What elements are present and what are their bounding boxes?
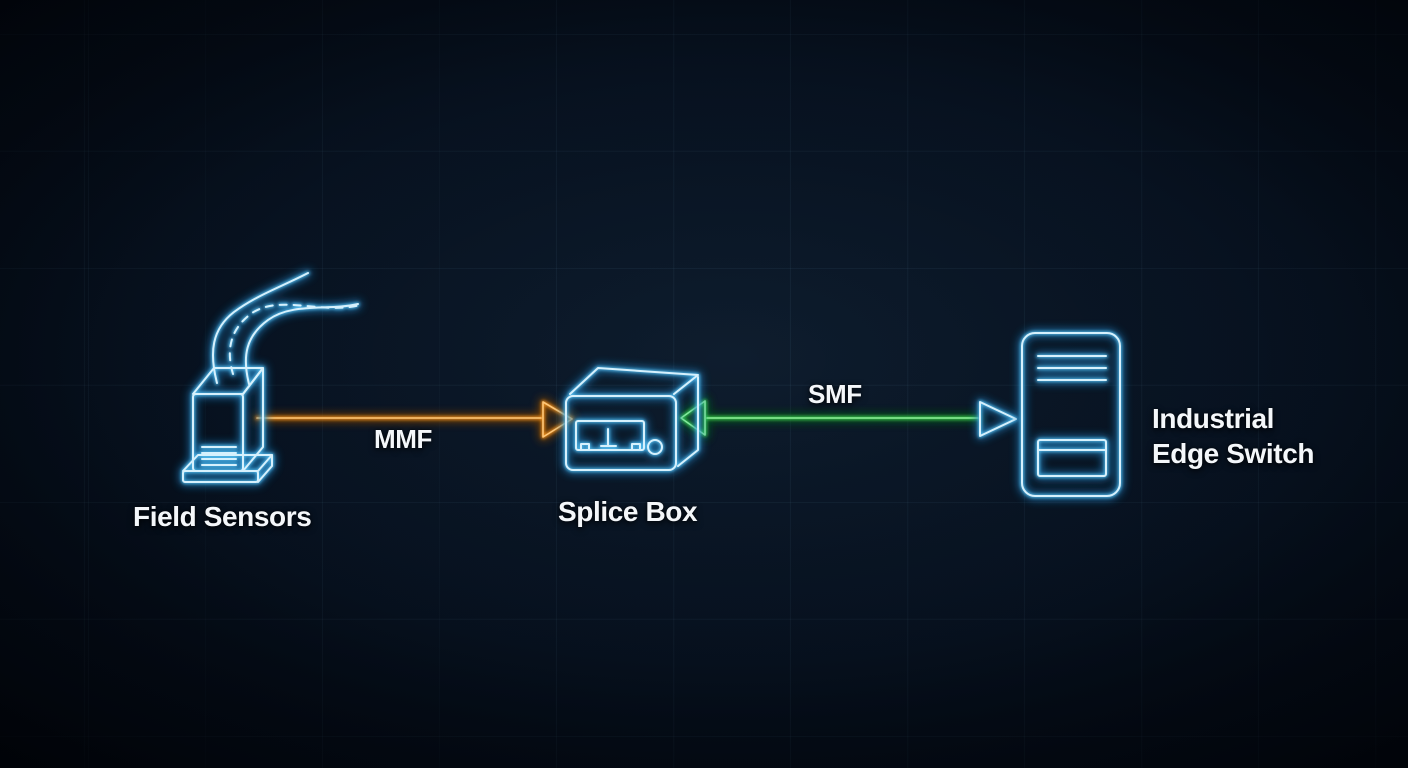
edge-switch-label: Industrial Edge Switch — [1152, 403, 1315, 469]
splice-box-label: Splice Box — [558, 496, 698, 527]
field-sensors-icon — [183, 273, 360, 482]
smf-arrowhead-right-icon — [980, 402, 1016, 436]
field-sensors-label: Field Sensors — [133, 501, 312, 532]
splice-box-icon — [566, 368, 698, 470]
mmf-label: MMF — [374, 424, 432, 454]
edge-switch-icon — [1022, 333, 1120, 496]
smf-label: SMF — [808, 379, 862, 409]
